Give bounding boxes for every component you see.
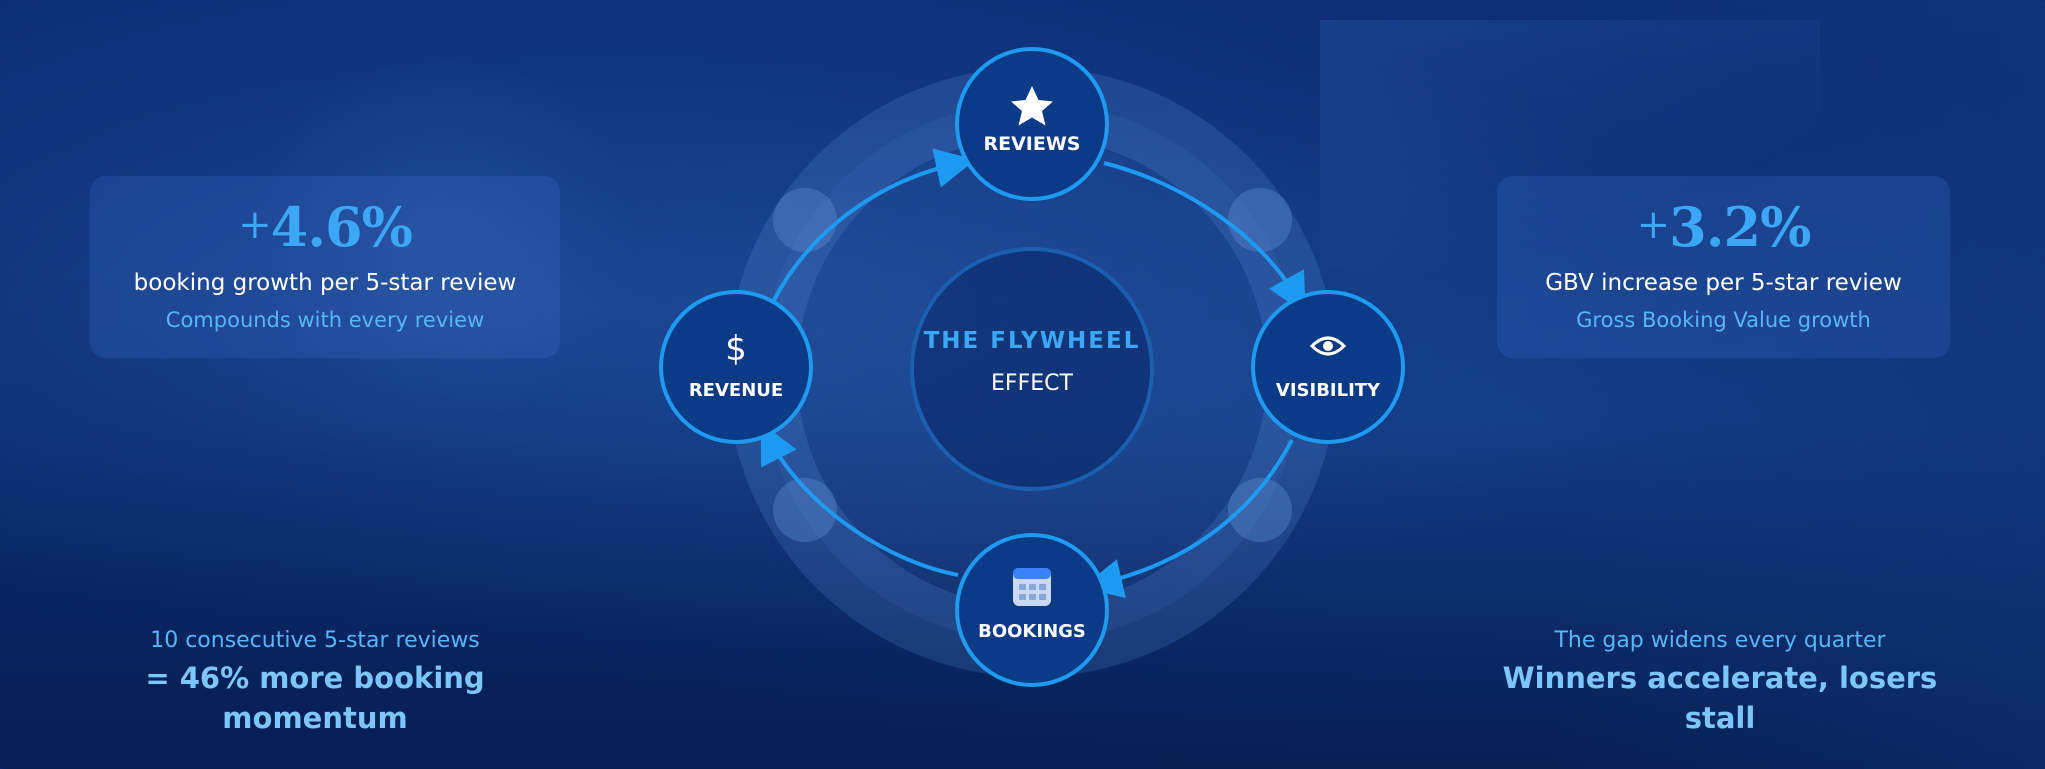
eye-icon [1309,336,1347,356]
ring-dot-bottom-right [1228,478,1292,542]
stat-subtitle: Gross Booking Value growth [1576,308,1871,332]
node-bookings-label: BOOKINGS [978,621,1086,642]
plus-sign: + [238,202,272,248]
stat-number: 4.6% [270,195,413,259]
stat-label: GBV increase per 5-star review [1545,270,1902,296]
stat-number: 3.2% [1669,195,1811,259]
note-small: 10 consecutive 5-star reviews [150,628,480,653]
stat-label: booking growth per 5-star review [133,270,517,296]
stat-value: +3.2% [1497,190,1950,262]
node-bookings: BOOKINGS [955,533,1109,687]
node-revenue-label: REVENUE [689,380,783,401]
node-reviews: REVIEWS [955,47,1109,201]
node-bookings-circle [955,533,1109,687]
plus-sign: + [1636,202,1671,248]
stat-card-booking-growth: +4.6% booking growth per 5-star review C… [90,176,560,358]
node-visibility: VISIBILITY [1251,290,1405,444]
note-big: Winners accelerate, losers stall [1502,661,1938,735]
calendar-icon [1013,568,1051,606]
arrow-bookings-to-revenue [760,422,959,577]
node-reviews-label: REVIEWS [983,133,1080,155]
note-small: The gap widens every quarter [1554,628,1886,653]
dollar-icon: $ [725,329,747,369]
arrow-reviews-to-visibility [1103,161,1306,315]
stat-value: +4.6% [90,190,560,262]
ring-dot-top-right [1228,188,1292,252]
center-title: THE FLYWHEEL [924,328,1141,354]
bottom-note-gap: The gap widens every quarter Winners acc… [1470,626,1970,738]
arrow-visibility-to-bookings [1082,439,1294,599]
node-visibility-circle [1251,290,1405,444]
arrow-revenue-to-reviews [771,148,976,303]
node-revenue-circle [659,290,813,444]
node-reviews-circle [955,47,1109,201]
center-hub [910,247,1154,491]
center-subtitle: EFFECT [991,371,1073,396]
stat-subtitle: Compounds with every review [165,308,485,332]
node-visibility-label: VISIBILITY [1276,380,1381,401]
node-revenue: $ REVENUE [659,290,813,444]
stat-card-gbv-increase: +3.2% GBV increase per 5-star review Gro… [1497,176,1950,358]
ring-dot-top-left [773,188,837,252]
bottom-note-momentum: 10 consecutive 5-star reviews = 46% more… [60,626,570,738]
star-icon [1011,86,1053,126]
note-big: = 46% more booking momentum [145,661,485,735]
ring-dot-bottom-left [773,478,837,542]
